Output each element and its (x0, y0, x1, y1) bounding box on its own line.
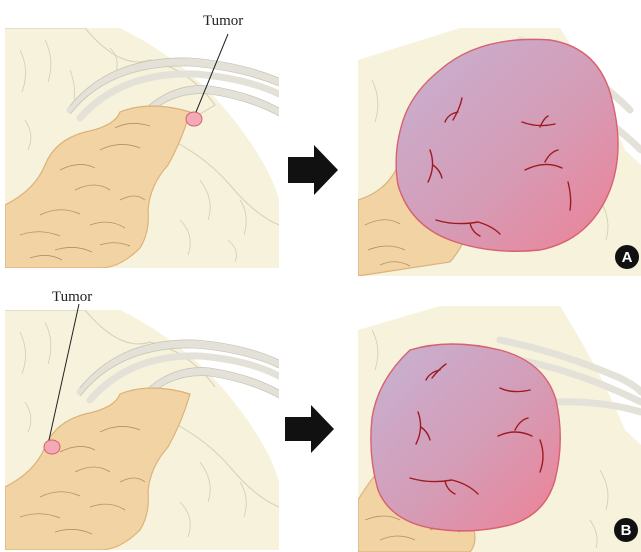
tumor (44, 440, 60, 454)
right-arrow-icon (285, 405, 334, 453)
badge-a: A (615, 245, 639, 269)
panel-top-right (358, 28, 641, 276)
tumor (186, 112, 202, 126)
enlarged-tumor (371, 344, 560, 531)
panel-top-left (5, 28, 279, 268)
right-arrow-icon (288, 145, 338, 195)
panel-bottom-right (358, 306, 641, 552)
panel-bottom-left (5, 310, 279, 550)
svg-text:B: B (621, 522, 632, 539)
badge-b: B (614, 518, 638, 542)
tumor-label: Tumor (203, 13, 243, 29)
tumor-label: Tumor (52, 289, 92, 305)
svg-text:A: A (622, 249, 633, 266)
